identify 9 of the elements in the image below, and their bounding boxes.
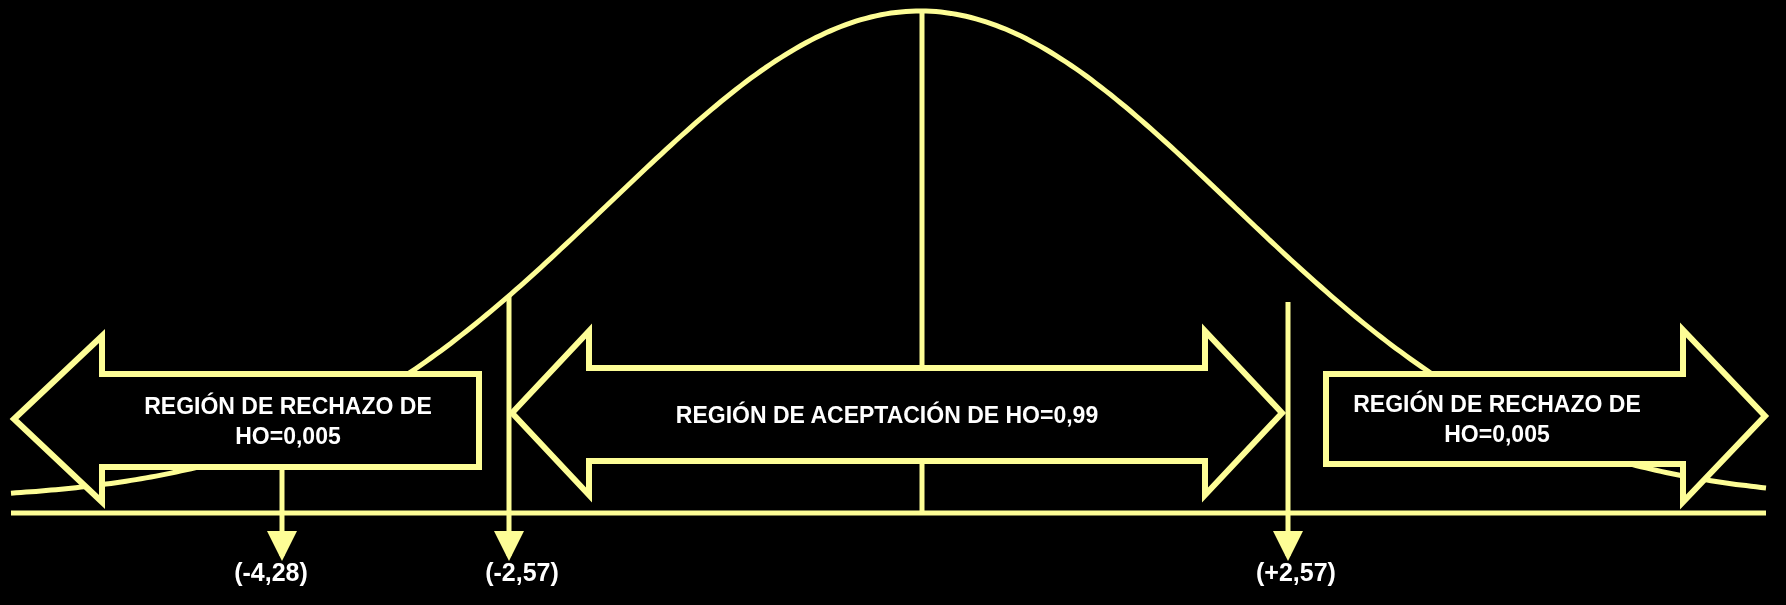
arrow xyxy=(1273,302,1303,561)
region-label: REGIÓN DE ACEPTACIÓN DE HO=0,99 xyxy=(675,400,1099,430)
region-label: REGIÓN DE RECHAZO DE HO=0,005 xyxy=(143,391,433,451)
axis-value: (-2,57) xyxy=(485,558,559,587)
arrow xyxy=(494,296,524,561)
region-label: REGIÓN DE RECHAZO DE HO=0,005 xyxy=(1352,389,1642,449)
axis-value: (+2,57) xyxy=(1256,558,1336,587)
axis-value: (-4,28) xyxy=(234,558,308,587)
arrow xyxy=(267,467,297,561)
